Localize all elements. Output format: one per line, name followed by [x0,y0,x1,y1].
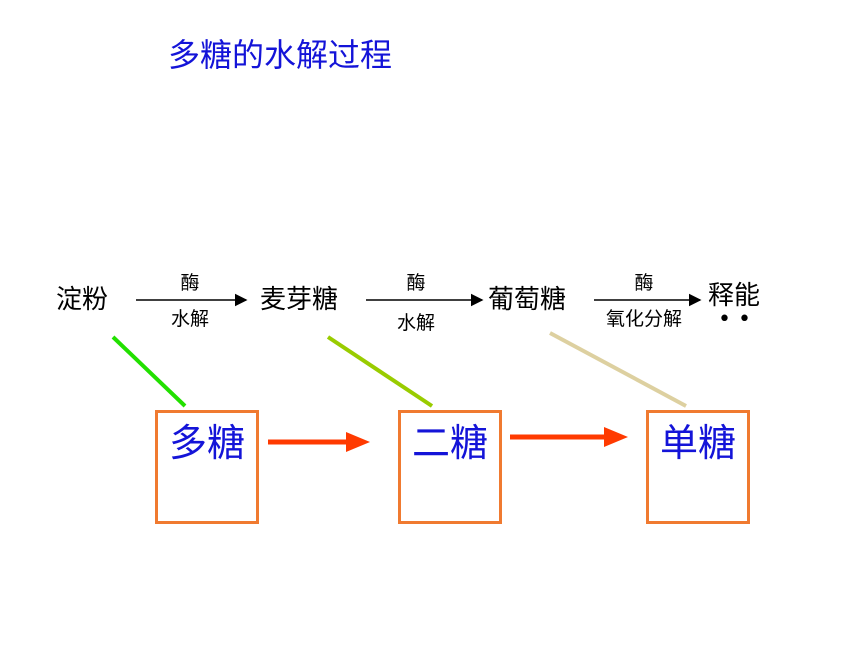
category-box-monosaccharide: 单糖 [646,410,750,524]
energy-dots: • • [718,307,751,332]
condition-below-2: 水解 [396,312,435,334]
connector-starch [111,335,187,408]
connector-glucose [549,331,687,408]
compound-maltose: 麦芽糖 [260,285,339,315]
flow-arrow-2-head [604,427,628,447]
flow-arrow-1-head [346,432,370,452]
compound-glucose: 葡萄糖 [488,285,567,315]
condition-above-2: 酶 [406,272,426,294]
condition-below-3: 氧化分解 [605,308,682,330]
category-label-polysaccharide: 多糖 [168,421,245,465]
category-label-disaccharide: 二糖 [411,421,488,465]
compound-energy-release: 释能 [708,281,761,311]
category-box-polysaccharide: 多糖 [155,410,259,524]
category-label-monosaccharide: 单糖 [659,421,736,465]
connector-maltose [326,335,434,408]
condition-above-1: 酶 [180,272,200,294]
compound-starch: 淀粉 [56,285,109,315]
page-title: 多糖的水解过程 [168,36,393,74]
condition-above-3: 酶 [634,272,654,294]
condition-below-1: 水解 [170,308,209,330]
category-box-disaccharide: 二糖 [398,410,502,524]
